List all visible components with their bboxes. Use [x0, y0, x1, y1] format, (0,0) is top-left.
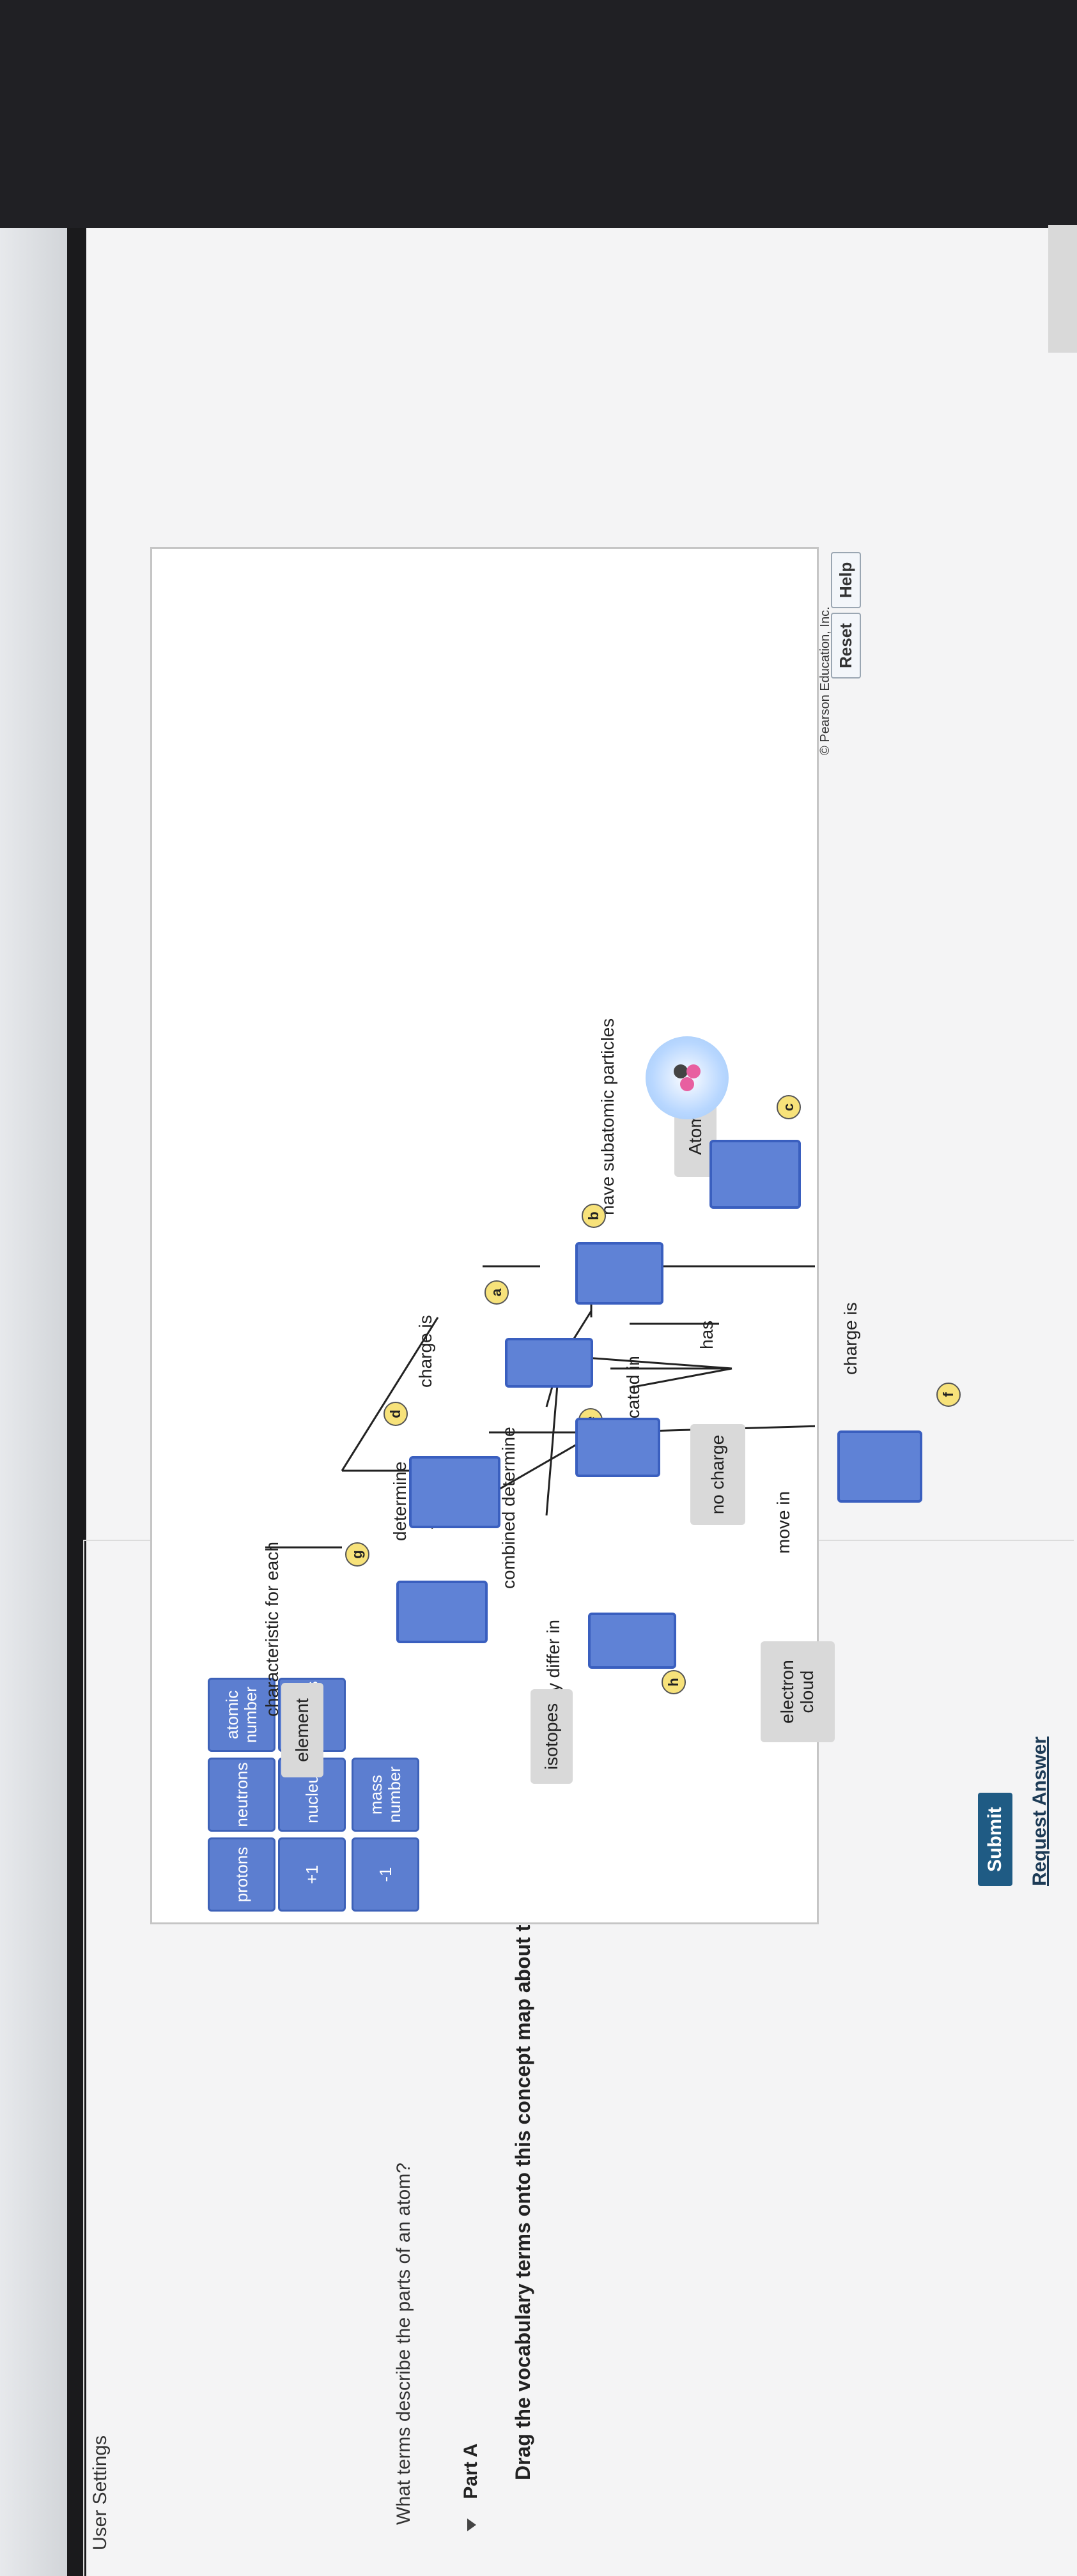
drop-target-a[interactable]	[505, 1338, 593, 1388]
reset-button[interactable]: Reset	[831, 613, 861, 678]
submit-button[interactable]: Submit	[978, 1793, 1012, 1886]
badge-h: h	[662, 1670, 686, 1694]
isotopes-node: isotopes	[531, 1689, 573, 1784]
desk-background	[0, 0, 1077, 228]
badge-g: g	[345, 1542, 369, 1567]
background-photo	[0, 0, 77, 2576]
charge-is-right-label: charge is	[841, 1302, 860, 1375]
drop-target-e[interactable]	[575, 1418, 660, 1477]
badge-c: c	[777, 1095, 801, 1119]
badge-f: f	[936, 1383, 961, 1407]
badge-a: a	[484, 1280, 509, 1305]
electron-cloud-node: electron cloud	[761, 1641, 835, 1742]
collapse-triangle-icon	[467, 2518, 477, 2531]
header-divider	[83, 1541, 84, 2576]
move-in-label: move in	[773, 1491, 793, 1554]
combined-determine-label: combined determine	[499, 1427, 518, 1589]
badge-d: d	[384, 1402, 408, 1426]
drop-target-b[interactable]	[575, 1242, 663, 1305]
help-button[interactable]: Help	[831, 551, 861, 608]
term-protons[interactable]: protons	[208, 1837, 275, 1912]
atom-icon	[646, 1036, 729, 1119]
term-neutrons[interactable]: neutrons	[208, 1758, 275, 1832]
characteristic-for-each-label: characteristic for each	[262, 1542, 282, 1717]
term-plus-one[interactable]: +1	[278, 1837, 346, 1912]
determine-label: determine	[390, 1461, 410, 1541]
drop-target-c[interactable]	[709, 1140, 801, 1209]
drop-target-h[interactable]	[588, 1613, 676, 1669]
badge-b: b	[582, 1204, 606, 1228]
no-charge-node: no charge	[690, 1424, 745, 1525]
drop-target-g[interactable]	[396, 1581, 488, 1643]
scrollbar[interactable]	[1048, 225, 1077, 353]
question-text: What terms describe the parts of an atom…	[393, 2163, 414, 2525]
drop-target-f[interactable]	[837, 1430, 922, 1503]
charge-is-left-label: charge is	[415, 1315, 435, 1388]
request-answer-link[interactable]: Request Answer	[1029, 1736, 1050, 1886]
have-subatomic-label: have subatomic particles	[598, 1018, 617, 1215]
user-settings-link[interactable]: User Settings	[89, 2435, 111, 2550]
term-mass-number[interactable]: mass number	[352, 1758, 419, 1832]
copyright-text: © Pearson Education, Inc.	[818, 606, 832, 755]
has-label: has	[697, 1320, 717, 1349]
part-a-toggle[interactable]: Part A	[460, 2443, 482, 2531]
part-label: Part A	[460, 2443, 481, 2499]
element-node: element	[281, 1683, 323, 1777]
drop-target-d[interactable]	[409, 1456, 500, 1528]
term-minus-one[interactable]: -1	[352, 1837, 419, 1912]
